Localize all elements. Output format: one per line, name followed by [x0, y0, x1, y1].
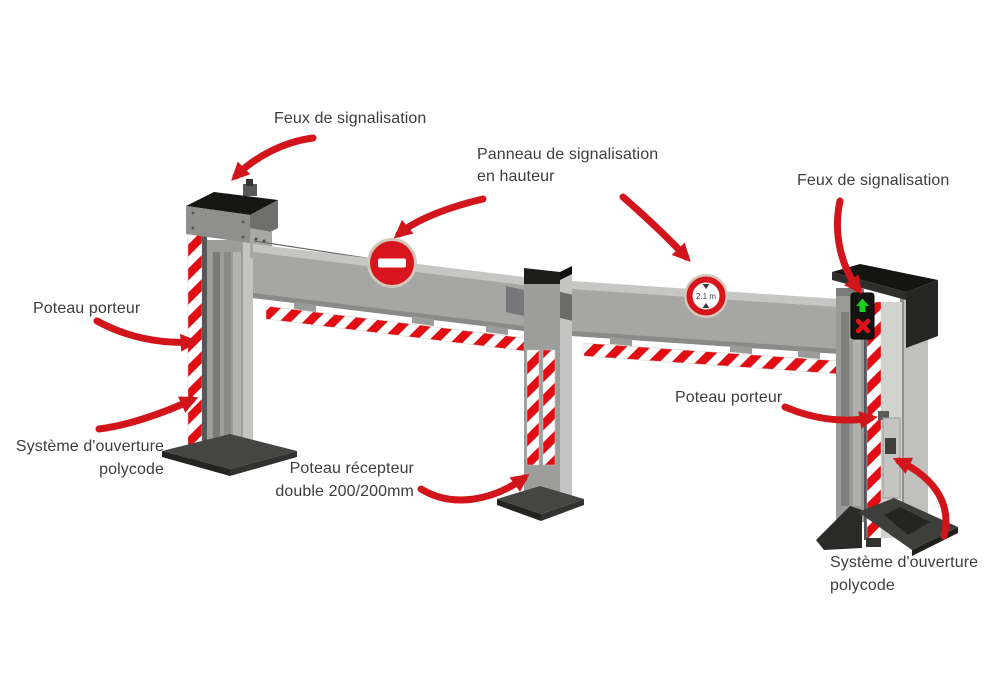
left-crossbeam [253, 244, 525, 352]
left-post [162, 179, 297, 476]
label-systeme-ouverture-right: Système d'ouverture polycode [830, 554, 979, 594]
callout-arrow-feux-right [834, 197, 863, 295]
label-feux-left: Feux de signalisation [274, 110, 427, 127]
middle-post-hazard-stripe [526, 349, 540, 466]
label-poteau-porteur-right: Poteau porteur [675, 389, 783, 406]
label-feux-right: Feux de signalisation [797, 172, 950, 189]
label-panneau: Panneau de signalisation en hauteur [477, 146, 659, 185]
traffic-light [850, 292, 875, 340]
right-post-top-cap [832, 264, 938, 292]
label-systeme-ouverture-left: Système d'ouverture polycode [15, 438, 164, 478]
height-limit-sign: 2.1 m [684, 274, 728, 318]
callout-arrow-porteur-left [93, 317, 199, 352]
no-entry-sign [367, 238, 417, 288]
right-post-base [816, 506, 862, 550]
right-post [816, 264, 958, 556]
middle-post-receiver-slot [524, 268, 560, 288]
left-signal-housing-top [186, 192, 278, 215]
left-signal-housing [186, 206, 250, 243]
callout-arrow-recepteur [417, 473, 530, 504]
red-cross-icon [855, 318, 871, 334]
middle-post [497, 266, 584, 521]
polycode-slot [885, 438, 896, 454]
callout-arrow-panneau [393, 195, 487, 239]
callout-arrow-systeme-left [95, 396, 199, 433]
callout-arrow-height-sign [619, 193, 691, 263]
left-crossbeam-face [253, 252, 524, 331]
height-limit-value: 2.1 m [696, 292, 716, 301]
panel-latch [878, 411, 889, 420]
label-poteau-porteur-left: Poteau porteur [33, 300, 141, 317]
label-poteau-recepteur: Poteau récepteur double 200/200mm [275, 460, 414, 500]
green-up-arrow-icon [856, 298, 869, 312]
callout-arrow-feux-left [231, 134, 317, 181]
middle-post-hazard-stripe [542, 349, 556, 466]
callout-arrow-systeme-right [892, 457, 950, 540]
left-post-base [162, 434, 297, 469]
middle-post-base [497, 486, 584, 514]
callout-arrow-porteur-right [781, 403, 878, 429]
